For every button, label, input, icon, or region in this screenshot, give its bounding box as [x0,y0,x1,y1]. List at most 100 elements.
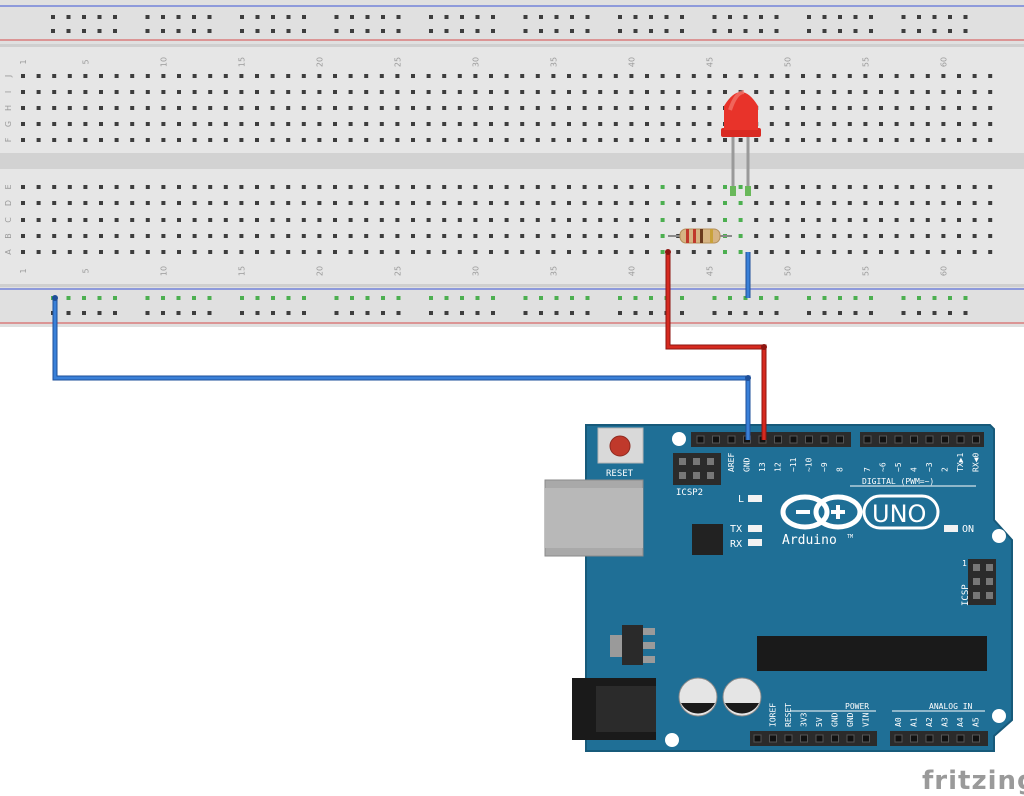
led[interactable] [721,90,761,196]
rail-hole [948,311,952,315]
breadboard-hole [473,218,478,222]
rail-hole [240,296,244,300]
breadboard-hole [957,106,961,110]
breadboard-hole [130,250,135,254]
breadboard-hole [364,185,369,189]
breadboard-hole [769,74,774,78]
arduino-logo-text: Arduino [782,533,837,548]
rail-hole [97,311,102,315]
rail-hole [917,296,921,300]
breadboard-hole [598,234,603,238]
breadboard-hole [208,90,213,94]
breadboard-hole [457,201,462,205]
breadboard-hole [645,250,649,254]
breadboard-hole [333,74,337,78]
breadboard-hole [301,185,306,189]
breadboard-hole [972,90,977,94]
breadboard-hole [972,201,977,205]
rail-hole [302,15,306,19]
breadboard-hole [832,122,837,126]
breadboard-hole [629,234,634,238]
breadboard-hole [114,185,119,189]
breadboard-hole [925,90,930,94]
on-led [944,525,958,532]
rail-hole [475,311,480,315]
header-pin [910,435,918,444]
rail-hole [381,296,385,300]
digital-pin-label: ~3 [925,462,934,472]
breadboard-hole [691,106,696,110]
header-pin [712,435,720,444]
column-number: 25 [393,266,402,276]
breadboard-hole [660,218,665,222]
rail-hole [680,296,684,300]
rail-hole [334,311,339,315]
breadboard-hole [208,234,213,238]
rail-hole [948,29,952,33]
atmega-chip [757,636,987,671]
breadboard-hole [582,106,587,110]
arduino-uno-board[interactable]: RESET ICSP2 [544,424,1013,752]
breadboard-hole [738,218,743,222]
breadboard-hole [411,234,415,238]
reset-button[interactable] [609,435,631,457]
column-number: 55 [861,266,870,276]
breadboard-hole [629,106,634,110]
rail-hole [207,29,212,33]
rail-hole [350,311,354,315]
breadboard-hole [67,218,72,222]
breadboard-hole [520,185,525,189]
resistor[interactable] [668,228,732,244]
breadboard-hole [426,122,431,126]
breadboard-hole [270,106,275,110]
breadboard-hole [67,185,72,189]
column-number: 20 [315,57,324,67]
breadboard-hole [567,250,571,254]
breadboard-hole [957,201,961,205]
rail-hole [728,296,732,300]
uno-badge [862,494,940,530]
breadboard-hole [411,201,415,205]
header-pin [769,734,777,743]
breadboard-hole [676,185,681,189]
header-pin [831,734,839,743]
breadboard-hole [645,106,649,110]
breadboard-hole [114,90,119,94]
rail-hole [460,296,464,300]
breadboard-hole [114,122,119,126]
rail-hole [838,15,842,19]
rail-hole [554,15,559,19]
breadboard-hole [36,90,41,94]
breadboard-hole [208,201,213,205]
breadboard-hole [426,138,431,142]
breadboard-hole [411,90,415,94]
breadboard-hole [379,201,384,205]
breadboard-hole [317,74,322,78]
breadboard-hole [988,122,993,126]
icsp-header [968,559,996,605]
breadboard-hole [801,234,805,238]
breadboard-hole [520,74,525,78]
breadboard-hole [754,185,759,189]
rail-hole [743,29,748,33]
breadboard-hole [255,106,259,110]
rail-hole [539,296,543,300]
column-number: 30 [471,266,480,276]
breadboard-hole [504,250,509,254]
rail-hole [664,29,669,33]
breadboard-hole [769,90,774,94]
breadboard-hole [83,250,88,254]
breadboard-hole [691,250,696,254]
rail-hole [680,29,684,33]
breadboard-hole [395,90,400,94]
icsp-pin [973,578,980,585]
breadboard-hole [988,90,993,94]
breadboard-hole [879,218,883,222]
breadboard-hole [816,138,821,142]
breadboard-hole [52,138,57,142]
breadboard-hole [535,185,540,189]
breadboard-hole [645,234,649,238]
breadboard-hole [301,138,306,142]
rail-hole [743,311,748,315]
rail-hole [207,296,212,300]
